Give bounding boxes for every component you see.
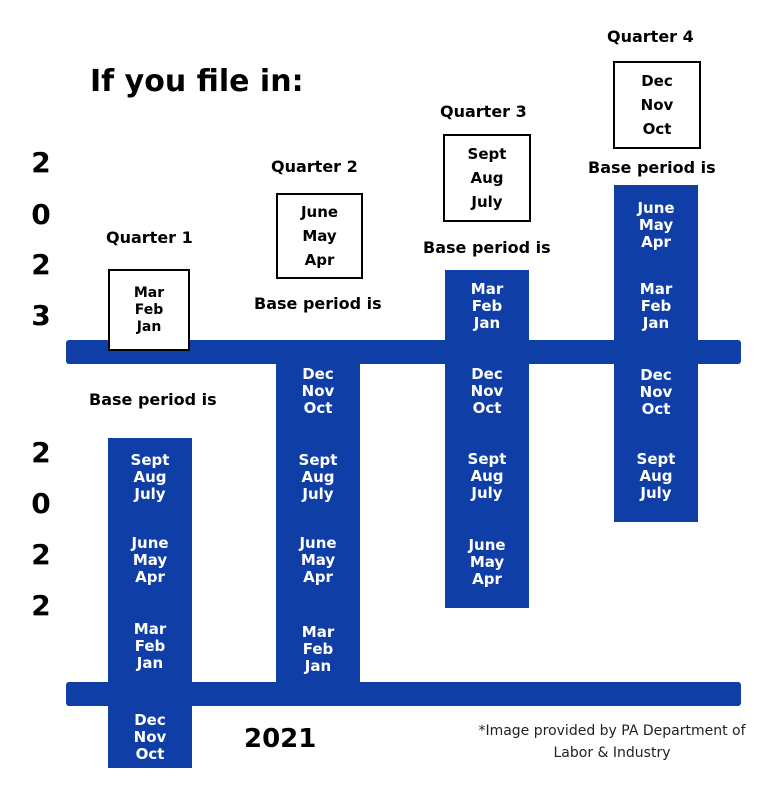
month: Nov: [640, 96, 674, 114]
credit-line-2: Labor & Industry: [553, 745, 671, 761]
q2-base-period-column: [276, 352, 360, 687]
month-group: June May Apr: [299, 534, 337, 586]
month-group: Dec Nov Oct: [470, 365, 504, 417]
month: Apr: [304, 251, 335, 269]
quarter-1-file-box: Mar Feb Jan: [108, 269, 190, 351]
quarter-3-base-period-label: Base period is: [423, 238, 551, 257]
quarter-3-label: Quarter 3: [440, 102, 527, 121]
month-group: Mar Feb Jan: [639, 280, 673, 332]
quarter-4-file-box: Dec Nov Oct: [613, 61, 701, 149]
year-digit: 2: [31, 248, 51, 281]
month-group: Dec Nov Oct: [639, 366, 673, 418]
month-group: Mar Feb Jan: [470, 280, 504, 332]
month: June: [300, 203, 339, 221]
quarter-1-label: Quarter 1: [106, 228, 193, 247]
q1-base-period-column: [108, 438, 192, 768]
q3-base-period-column: [445, 270, 529, 608]
month-group: June May Apr: [637, 199, 675, 251]
month: May: [302, 227, 337, 245]
month-group: Mar Feb Jan: [133, 620, 167, 672]
credit-line-1: *Image provided by PA Department of: [478, 723, 746, 739]
year-digit: 0: [31, 198, 51, 231]
year-digit: 2: [31, 436, 51, 469]
month-group: Dec Nov Oct: [301, 365, 335, 417]
quarter-2-base-period-label: Base period is: [254, 294, 382, 313]
quarter-2-file-box: June May Apr: [276, 193, 363, 279]
month-group: Sept Aug July: [130, 451, 170, 503]
month-group: June May Apr: [131, 534, 169, 586]
month: Sept: [467, 145, 507, 163]
month: Jan: [136, 318, 162, 335]
month-group: Sept Aug July: [636, 450, 676, 502]
quarter-1-base-period-label: Base period is: [89, 390, 217, 409]
month-group: Mar Feb Jan: [301, 623, 335, 675]
year-digit: 2: [31, 146, 51, 179]
month-group: Sept Aug July: [298, 451, 338, 503]
year-digit: 3: [31, 299, 51, 332]
month-group: June May Apr: [468, 536, 506, 588]
page-title: If you file in:: [90, 64, 304, 99]
month-group: Dec Nov Oct: [133, 711, 167, 763]
month: July: [471, 193, 503, 211]
month: Mar: [133, 284, 165, 301]
year-digit: 2: [31, 589, 51, 622]
year-2021-label: 2021: [244, 724, 317, 754]
month: Feb: [134, 301, 164, 318]
q4-base-period-column: [614, 185, 698, 522]
month: Dec: [641, 72, 673, 90]
month: Aug: [470, 169, 504, 187]
month-group: Sept Aug July: [467, 450, 507, 502]
quarter-4-label: Quarter 4: [607, 27, 694, 46]
quarter-2-label: Quarter 2: [271, 157, 358, 176]
month: Oct: [642, 120, 672, 138]
year-digit: 2: [31, 538, 51, 571]
quarter-4-base-period-label: Base period is: [588, 158, 716, 177]
year-digit: 0: [31, 487, 51, 520]
image-credit: *Image provided by PA Department of Labo…: [462, 720, 762, 764]
quarter-3-file-box: Sept Aug July: [443, 134, 531, 222]
